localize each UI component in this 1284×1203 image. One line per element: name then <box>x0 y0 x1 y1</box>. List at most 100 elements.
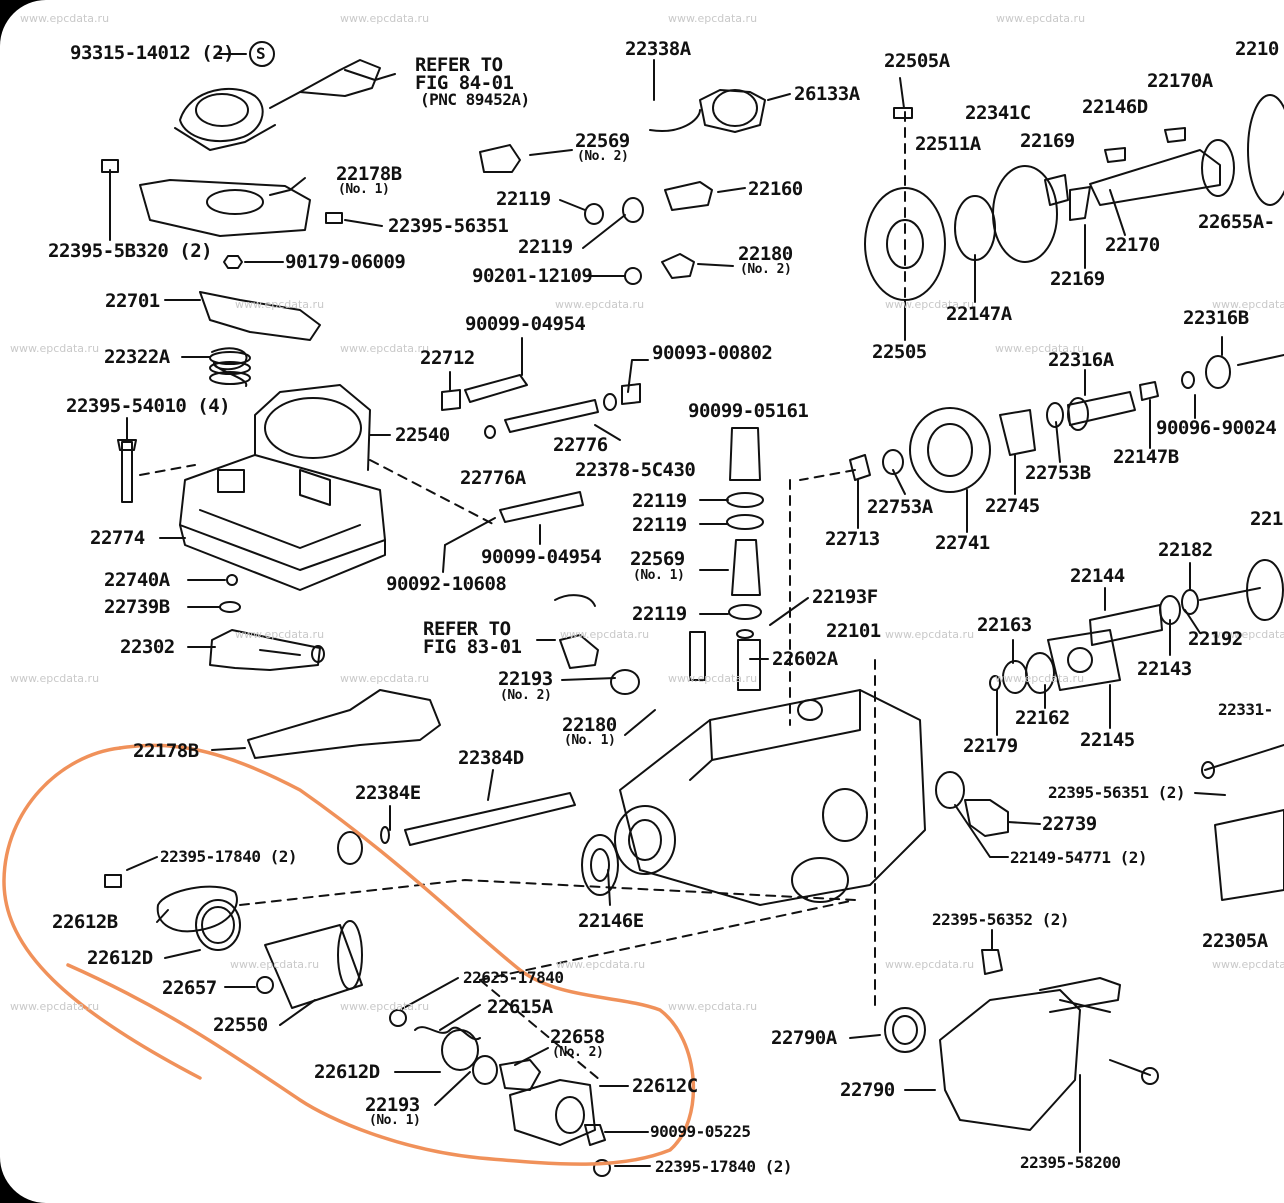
bottom-left-assembly <box>104 874 611 1177</box>
part-label: 22119 <box>518 236 573 258</box>
watermark: www.epcdata.ru <box>1212 628 1284 641</box>
part-label: 90201-12109 <box>472 265 593 287</box>
part-label: 22384E <box>355 782 421 804</box>
part-label: 22790A <box>771 1027 837 1049</box>
part-label: 22119 <box>632 490 687 512</box>
part-label: 22612C <box>632 1075 698 1097</box>
part-label: 22178B <box>336 163 402 185</box>
watermark: www.epcdata.ru <box>556 958 646 971</box>
part-label: 90092-10608 <box>386 573 507 595</box>
part-label: 90099-04954 <box>465 313 586 335</box>
watermark: www.epcdata.ru <box>1212 298 1284 311</box>
part-label: 22569 <box>630 548 685 570</box>
part-label: 90093-00802 <box>652 342 773 364</box>
part-label: 22395-56351 (2) <box>1048 783 1186 802</box>
watermark: www.epcdata.ru <box>340 12 430 25</box>
part-label: 22302 <box>120 636 175 658</box>
part-label: 90099-05161 <box>688 400 809 422</box>
watermark: www.epcdata.ru <box>230 958 320 971</box>
part-label: 22160 <box>748 178 803 200</box>
part-label: 22701 <box>105 290 160 312</box>
part-label: 22145 <box>1080 729 1135 751</box>
middle-parts <box>441 374 764 695</box>
part-note: (No. 1) <box>633 568 685 583</box>
watermark: www.epcdata.ru <box>885 958 975 971</box>
part-label: 22602A <box>772 648 838 670</box>
assembly-dash-lines <box>139 111 906 1081</box>
part-label: 22395-54010 (4) <box>66 395 231 417</box>
part-label: 22395-17840 (2) <box>655 1157 793 1176</box>
part-label: 22316B <box>1183 307 1249 329</box>
watermark: www.epcdata.ru <box>995 672 1085 685</box>
part-label: 22395-56351 <box>388 215 509 237</box>
part-label: 22147B <box>1113 446 1179 468</box>
part-label: 22655A- <box>1198 211 1275 233</box>
part-label: 22146E <box>578 910 644 932</box>
part-label: 22739 <box>1042 813 1097 835</box>
watermark: www.epcdata.ru <box>668 1000 758 1013</box>
part-note: (No. 2) <box>500 688 552 703</box>
part-label: 22612B <box>52 911 118 933</box>
part-label: 22119 <box>632 603 687 625</box>
part-label: 22505A <box>884 50 950 72</box>
part-label: 22170A <box>1147 70 1213 92</box>
part-label: 22658 <box>550 1026 605 1048</box>
part-label: 90099-04954 <box>481 546 602 568</box>
part-label: 22540 <box>395 424 450 446</box>
part-label: 22511A <box>915 133 981 155</box>
part-label: 22192 <box>1188 628 1243 650</box>
left-column-parts <box>117 291 441 759</box>
refer-note: (PNC 89452A) <box>420 90 530 109</box>
part-label: 22395-56352 (2) <box>932 910 1070 929</box>
part-label: 22612D <box>87 947 153 969</box>
part-label: 22143 <box>1137 658 1192 680</box>
top-right-governor <box>864 94 1284 301</box>
part-label: 22341C <box>965 102 1031 124</box>
refer-note: FIG 84-01 <box>415 72 514 94</box>
watermark: www.epcdata.ru <box>340 672 430 685</box>
watermark: www.epcdata.ru <box>995 342 1085 355</box>
part-note: (No. 1) <box>564 733 616 748</box>
part-label: 90179-06009 <box>285 251 406 273</box>
watermark: www.epcdata.ru <box>996 12 1086 25</box>
part-label: 22331- <box>1218 700 1273 719</box>
part-note: (No. 1) <box>338 182 390 197</box>
part-label: 22193 <box>365 1094 420 1116</box>
part-label: 22180 <box>738 243 793 265</box>
part-label: 22149-54771 (2) <box>1010 848 1148 867</box>
part-label: 22395-17840 (2) <box>160 847 298 866</box>
watermark: www.epcdata.ru <box>10 672 100 685</box>
part-label: 22146D <box>1082 96 1148 118</box>
part-label: 22182 <box>1158 539 1213 561</box>
refer-note: REFER TO <box>415 54 503 76</box>
part-label: 22615A <box>487 996 553 1018</box>
part-note: (No. 2) <box>552 1045 604 1060</box>
hand-drawn-circle-annotation <box>2 743 696 1166</box>
part-label: 22776A <box>460 467 526 489</box>
watermark: www.epcdata.ru <box>668 12 758 25</box>
part-label: 22395-5B320 (2) <box>48 240 213 262</box>
part-label: 22776 <box>553 434 608 456</box>
watermark: www.epcdata.ru <box>340 342 430 355</box>
part-note: (No. 2) <box>577 149 629 164</box>
part-label: 22193F <box>812 586 878 608</box>
part-label: 22305A <box>1202 930 1268 952</box>
right-column-parts <box>849 354 1284 1131</box>
pump-housing <box>337 689 926 906</box>
watermark: www.epcdata.ru <box>885 298 975 311</box>
part-label: 22101 <box>826 620 881 642</box>
part-label: 22178B <box>133 740 199 762</box>
part-label: 22163 <box>977 614 1032 636</box>
top-left-parts <box>101 41 381 269</box>
part-label: 22713 <box>825 528 880 550</box>
watermark: www.epcdata.ru <box>885 628 975 641</box>
part-label: 22179 <box>963 735 1018 757</box>
part-note: (No. 1) <box>369 1113 421 1128</box>
part-label: 90099-05225 <box>650 1122 751 1141</box>
refer-note: FIG 83-01 <box>423 636 522 658</box>
part-label: 26133A <box>794 83 860 105</box>
watermark: www.epcdata.ru <box>10 342 100 355</box>
